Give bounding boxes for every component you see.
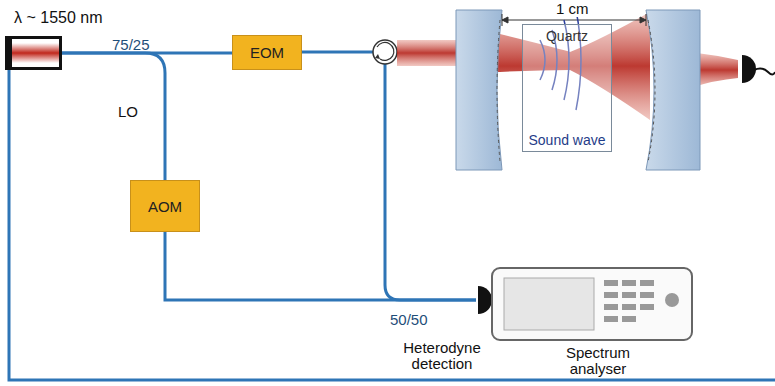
annotation-label: LO [118, 104, 138, 120]
mirror-surface [648, 20, 655, 162]
spectrum-analyser-icon [492, 268, 692, 340]
circulator-arrow [377, 42, 394, 60]
wave-label: Sound wave [523, 132, 611, 148]
fiber [165, 232, 476, 300]
photodetector [478, 286, 492, 314]
quartz-crystal: QuartzSound wave [522, 24, 612, 152]
annotation-label: 75/25 [112, 37, 150, 53]
optical-fiber [62, 53, 165, 180]
crystal-label: Quartz [523, 28, 611, 44]
annotation-label: 50/50 [390, 312, 428, 328]
detector-cable [754, 68, 775, 74]
box-label: EOM [250, 44, 284, 61]
circulator-arrow [375, 54, 380, 59]
laser-beam [12, 43, 62, 63]
annotation-label: 1 cm [556, 1, 589, 17]
cavity-mirror [456, 10, 502, 170]
modulator-box: AOM [130, 180, 200, 232]
circulator [373, 40, 397, 64]
laser-end [5, 36, 12, 70]
annotation-label: Heterodyne detection [392, 340, 492, 372]
fiber [302, 51, 373, 54]
wavelength-label: λ ~ 1550 nm [14, 9, 103, 27]
annotation-label: Spectrum analyser [548, 345, 648, 377]
cavity-mirror [646, 10, 700, 170]
box-label: AOM [148, 198, 182, 215]
modulator-box: EOM [232, 35, 302, 70]
mirror-surface [497, 20, 500, 162]
laser-source: λ ~ 1550 nm [12, 36, 62, 70]
